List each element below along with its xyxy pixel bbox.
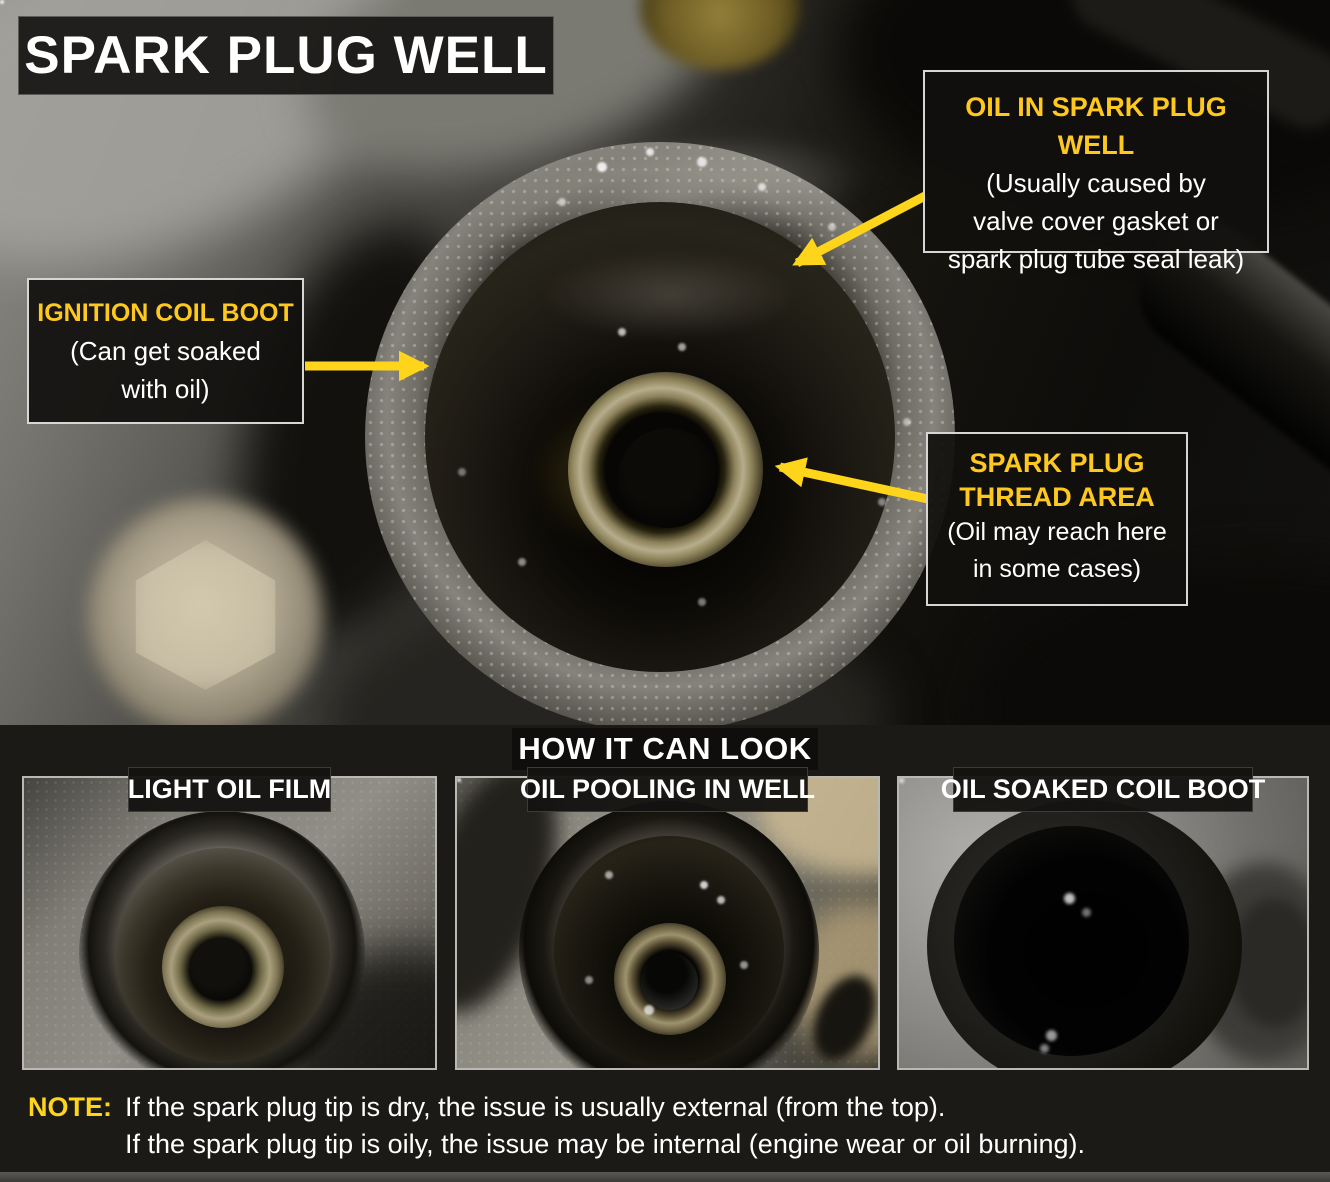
page-title: SPARK PLUG WELL bbox=[24, 26, 548, 85]
example-panel-light-oil-film bbox=[22, 776, 437, 1070]
footer-bar bbox=[0, 1172, 1330, 1182]
boot-stem-shadow bbox=[1229, 898, 1307, 1028]
example-panel-soaked-boot bbox=[897, 776, 1309, 1070]
oil-glints bbox=[0, 0, 4, 4]
spark-plug-hole bbox=[618, 428, 718, 528]
note-text: If the spark plug tip is oily, the issue… bbox=[125, 1129, 1085, 1159]
callout-line: (Oil may reach here bbox=[947, 518, 1167, 546]
callout-heading: OIL IN SPARK PLUG WELL bbox=[965, 92, 1227, 160]
examples-section: HOW IT CAN LOOK bbox=[0, 725, 1330, 1182]
section-heading-backdrop bbox=[512, 728, 818, 770]
panel-label-text: OIL POOLING IN WELL bbox=[520, 774, 815, 804]
note-line-1: NOTE: If the spark plug tip is dry, the … bbox=[28, 1089, 1085, 1126]
callout-line: valve cover gasket or bbox=[973, 206, 1219, 236]
callout-line: spark plug tube seal leak) bbox=[947, 244, 1245, 274]
panel-label-oil-pooling: OIL POOLING IN WELL bbox=[520, 767, 815, 812]
note-text: If the spark plug tip is dry, the issue … bbox=[125, 1092, 946, 1122]
arrow-oil-in-well bbox=[792, 192, 928, 267]
arrow-thread-area bbox=[774, 457, 929, 504]
callout-oil-in-well: OIL IN SPARK PLUG WELL (Usually caused b… bbox=[923, 70, 1269, 274]
note-line-2: If the spark plug tip is oily, the issue… bbox=[28, 1126, 1085, 1163]
note-block: NOTE: If the spark plug tip is dry, the … bbox=[28, 1089, 1085, 1163]
annotation-arrows bbox=[305, 192, 929, 504]
panel-label-text: OIL SOAKED COIL BOOT bbox=[940, 774, 1266, 804]
plug-hole bbox=[190, 938, 252, 1000]
callout-thread-area: SPARK PLUG THREAD AREA (Oil may reach he… bbox=[926, 432, 1188, 606]
callout-heading: SPARK PLUG bbox=[969, 448, 1145, 478]
callout-line: with oil) bbox=[121, 374, 210, 404]
engine-photo: SPARK PLUG WELL OIL IN SPARK PLUG WELL (… bbox=[0, 0, 1330, 725]
panel-label-light-oil-film: LIGHT OIL FILM bbox=[128, 767, 331, 812]
panel-label-text: LIGHT OIL FILM bbox=[127, 774, 332, 804]
title-banner: SPARK PLUG WELL bbox=[18, 16, 554, 95]
callout-line: in some cases) bbox=[972, 555, 1142, 583]
note-label: NOTE: bbox=[28, 1092, 112, 1122]
bore-reflection bbox=[540, 250, 800, 340]
plug-hole bbox=[641, 953, 698, 1010]
panel-label-soaked-boot: OIL SOAKED COIL BOOT bbox=[941, 767, 1265, 812]
example-panel-oil-pooling bbox=[455, 776, 880, 1070]
section-heading: HOW IT CAN LOOK bbox=[518, 731, 812, 766]
callout-line: (Can get soaked bbox=[70, 336, 261, 366]
callout-ignition-coil-boot: IGNITION COIL BOOT (Can get soaked with … bbox=[27, 278, 304, 424]
callout-heading: IGNITION COIL BOOT bbox=[37, 299, 294, 327]
oil-glints bbox=[457, 778, 461, 782]
oil-glints bbox=[899, 778, 904, 783]
note-indent bbox=[28, 1126, 125, 1163]
callout-heading: THREAD AREA bbox=[959, 482, 1155, 512]
callout-line: (Usually caused by bbox=[986, 168, 1206, 198]
